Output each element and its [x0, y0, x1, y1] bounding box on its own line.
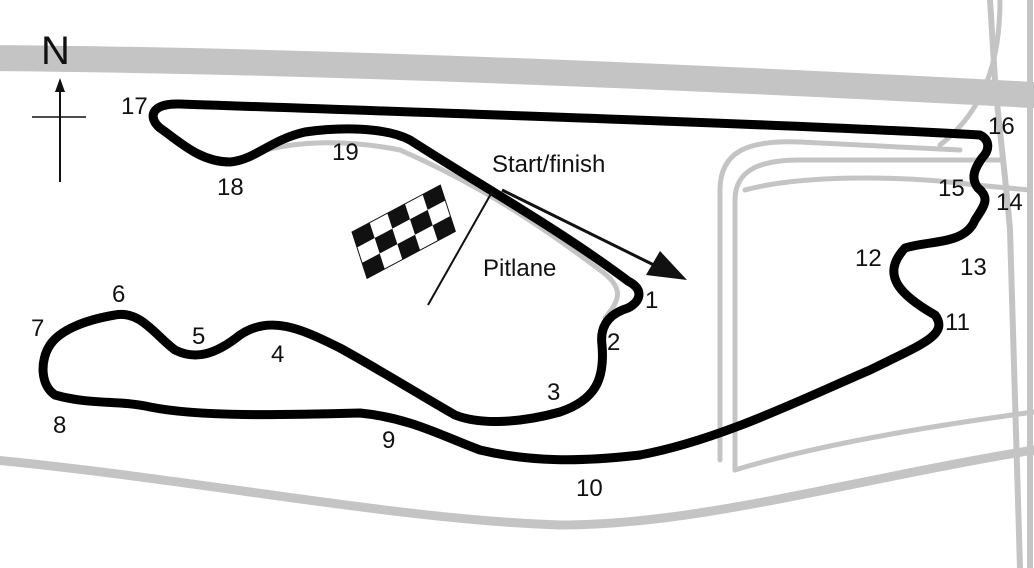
turn-label: 13 [960, 254, 987, 281]
direction-arrow-icon [501, 188, 687, 280]
turn-label: 7 [31, 315, 44, 342]
road-inner-loop-2 [717, 139, 963, 463]
pit-lane [255, 140, 620, 321]
compass-icon [32, 78, 86, 182]
road-south-branch [732, 409, 1034, 473]
turn-label: 3 [547, 379, 560, 406]
road-east-1 [987, 0, 1023, 568]
north-label: N [41, 29, 70, 73]
turn-label: 12 [855, 245, 882, 272]
turn-label: 16 [988, 113, 1015, 140]
turn-label: 4 [271, 341, 284, 368]
turn-label: 6 [112, 281, 125, 308]
road-inner-loop [732, 157, 1003, 473]
checkered-flag-icon [351, 184, 493, 306]
pitlane-label: Pitlane [483, 255, 556, 282]
turn-labels: 1 2 3 4 5 6 7 8 9 10 11 12 13 14 15 16 1… [31, 93, 1023, 502]
road-connector [742, 175, 1033, 193]
turn-label: 19 [332, 139, 359, 166]
start-finish-label: Start/finish [492, 151, 605, 178]
turn-label: 2 [607, 329, 620, 356]
turn-label: 8 [53, 412, 66, 439]
turn-label: 14 [996, 189, 1023, 216]
turn-label: 10 [576, 475, 603, 502]
turn-label: 5 [192, 323, 205, 350]
turn-label: 11 [945, 309, 970, 336]
turn-label: 18 [217, 174, 244, 201]
road-south [0, 445, 1034, 530]
race-track [38, 99, 993, 465]
turn-label: 9 [382, 427, 395, 454]
road-north [0, 45, 1034, 108]
turn-label: 1 [645, 287, 658, 314]
turn-label: 17 [121, 93, 148, 120]
turn-label: 15 [938, 175, 965, 202]
